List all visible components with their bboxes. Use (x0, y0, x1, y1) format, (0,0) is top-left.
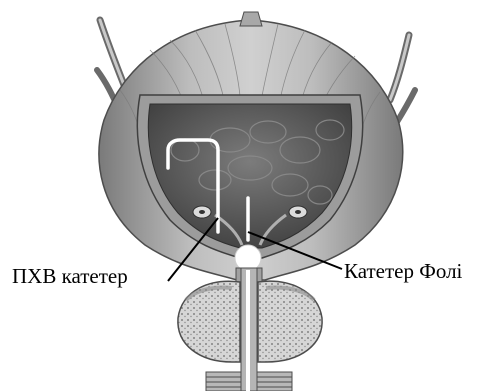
foley-balloon (235, 245, 261, 271)
prostate-left-lobe (178, 281, 240, 362)
foley-catheter-label: Катетер Фолі (344, 260, 462, 282)
suprapubic-catheter-label: ПХВ катетер (12, 265, 128, 287)
bladder-apex (240, 12, 262, 26)
prostate-right-lobe (258, 281, 322, 362)
